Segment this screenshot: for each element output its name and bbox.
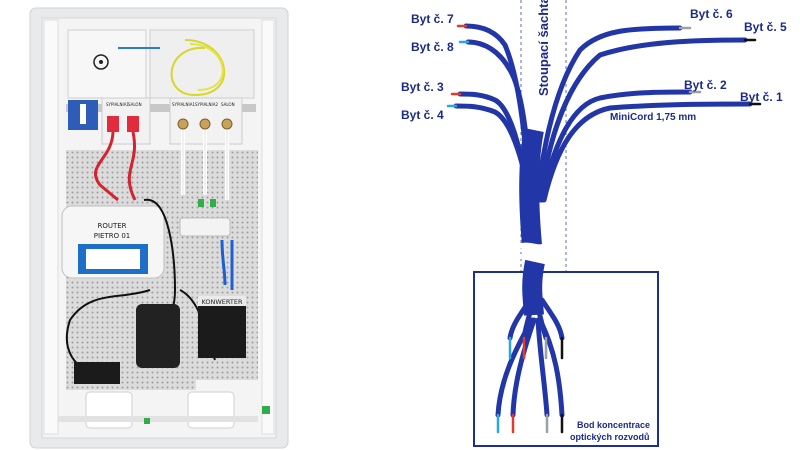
power-adapter: [136, 304, 180, 368]
concentration-point-box: [473, 271, 659, 447]
box-label-line2: optických rozvodů: [570, 432, 650, 442]
cable-byt-5: [537, 37, 748, 203]
port-label-a: SYPIALNIA1: [106, 102, 129, 107]
port-label-b: SALON: [128, 102, 142, 107]
apartment-label-2: Byt č. 2: [684, 78, 727, 92]
cable-byt-8: [465, 39, 536, 203]
coax-port[interactable]: [221, 118, 233, 130]
apartment-label-8: Byt č. 8: [411, 40, 454, 54]
coax-port[interactable]: [199, 118, 211, 130]
apartment-label-5: Byt č. 5: [744, 20, 787, 34]
power-supply: [74, 362, 120, 384]
laser-warning-icon: [93, 54, 109, 70]
media-converter: [198, 296, 246, 358]
rj45-port[interactable]: [127, 116, 139, 132]
outlet-box-left: [85, 391, 133, 429]
port-label-c: SYPIALNIA1: [172, 102, 195, 107]
splice-cassette: [149, 29, 255, 99]
rj45-port[interactable]: [107, 116, 119, 132]
fiber-ends: [446, 24, 762, 108]
apartment-label-1: Byt č. 1: [740, 90, 783, 104]
coax-port[interactable]: [177, 118, 189, 130]
lower-cables: [495, 297, 565, 418]
cable-type-label: MiniCord 1,75 mm: [610, 112, 696, 123]
coax-splitter: [179, 217, 231, 237]
apartment-label-6: Byt č. 6: [690, 7, 733, 21]
box-label-line1: Bod koncentrace: [577, 420, 650, 430]
fiber-riser-diagram: Stoupací šachta Byt č. 7 Byt č. 8 Byt č.…: [401, 0, 787, 447]
distribution-cabinet-photo: SYPIALNIA1 SALON SYPIALNIA1 SYPIALNIA2 S…: [29, 7, 289, 449]
port-label-e: SALON: [221, 102, 235, 107]
left-rail: [43, 19, 59, 435]
outlet-box-right: [187, 391, 235, 429]
riser-cables: [453, 23, 753, 203]
cable-byt-4: [453, 103, 533, 203]
port-label-d: SYPIALNIA2: [195, 102, 218, 107]
cable-byt-2: [539, 89, 693, 203]
right-rail: [261, 19, 275, 435]
apartment-label-7: Byt č. 7: [411, 12, 454, 26]
apartment-label-4: Byt č. 4: [401, 108, 444, 122]
cable-byt-1: [541, 101, 753, 203]
router-sublabel: PIETRO 01: [94, 232, 131, 240]
lower-fiber-ends: [496, 336, 564, 434]
router-label: ROUTER: [97, 222, 126, 230]
apartment-label-3: Byt č. 3: [401, 80, 444, 94]
cable-trunk-lower: [522, 259, 545, 316]
din-rail: [66, 104, 256, 112]
shaft-label: Stoupací šachta: [536, 0, 551, 96]
converter-label: KONWERTER: [201, 298, 243, 306]
cable-byt-6: [534, 25, 683, 203]
